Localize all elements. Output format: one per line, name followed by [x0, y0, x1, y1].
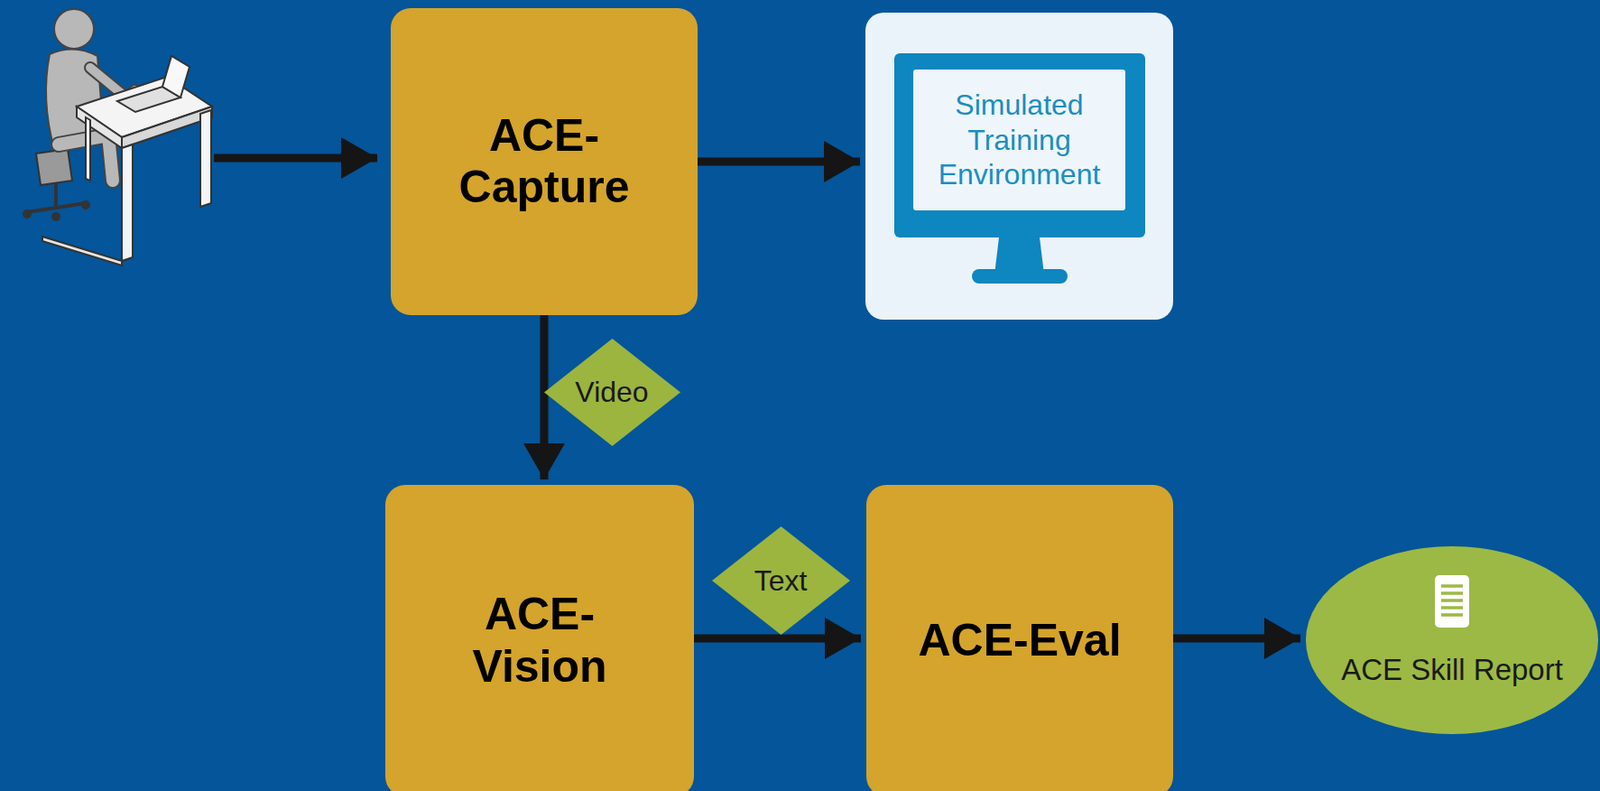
monitor-node: Simulated Training Environment — [865, 12, 1174, 320]
report-shape — [1305, 545, 1599, 734]
report-ellipse: ACE Skill Report — [1305, 545, 1599, 734]
node-label: ACE-Capture — [459, 110, 630, 213]
person-at-desk — [22, 9, 213, 266]
node-label: ACE Skill Report — [1341, 652, 1564, 686]
flow-arrow — [540, 314, 549, 480]
edge-label: Video — [574, 375, 648, 409]
edge-label-diamond: Text — [712, 526, 851, 635]
process-box: ACE-Vision — [385, 484, 694, 791]
flow-arrow — [693, 634, 861, 643]
flow-arrow — [1173, 634, 1301, 643]
edge-label: Text — [754, 564, 808, 598]
process-box: ACE-Eval — [866, 484, 1174, 791]
process-box: ACE-Capture — [390, 8, 698, 315]
flow-arrow — [697, 157, 861, 167]
input-arrow — [213, 154, 378, 163]
edge-label-diamond: Video — [544, 338, 681, 446]
node-label: ACE-Vision — [471, 588, 607, 692]
node-label: ACE-Eval — [917, 614, 1121, 666]
node-label: Simulated Training Environment — [929, 87, 1110, 192]
